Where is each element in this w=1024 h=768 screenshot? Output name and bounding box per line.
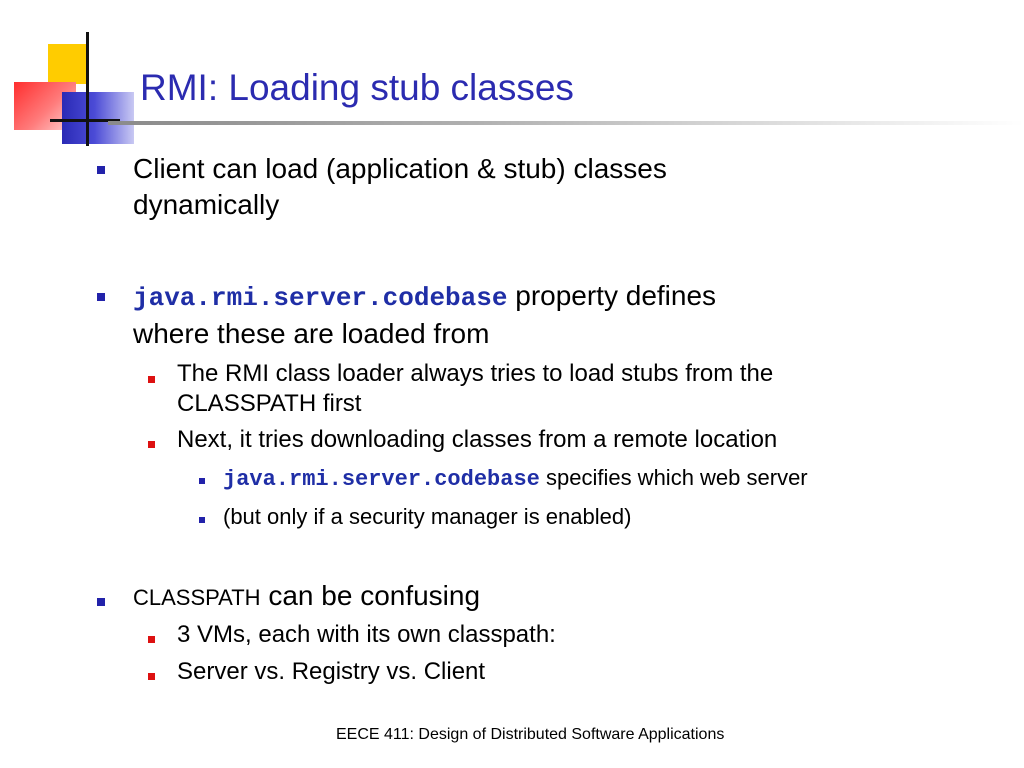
- code-text: java.rmi.server.codebase: [133, 283, 508, 313]
- bullet-marker: [97, 598, 105, 606]
- horizontal-line-decoration: [50, 119, 120, 122]
- sub-bullet-marker: [148, 441, 155, 448]
- bullet-text: Client can load (application & stub) cla…: [133, 153, 667, 184]
- bullet-text: CLASSPATH first: [177, 390, 362, 417]
- bullet-codebase: java.rmi.server.codebase property define…: [133, 278, 716, 352]
- decorative-logo: [0, 0, 140, 150]
- bullet-text: property defines: [507, 280, 717, 311]
- bullet-text: dynamically: [133, 189, 280, 220]
- bullet-text: where these are loaded from: [133, 318, 490, 349]
- sub-sub-bullet-web-server: java.rmi.server.codebase specifies which…: [223, 463, 808, 495]
- bullet-marker: [97, 293, 105, 301]
- sub-sub-bullet-marker: [199, 478, 205, 484]
- sub-bullet-server-registry-client: Server vs. Registry vs. Client: [177, 657, 485, 687]
- sub-bullet-marker: [148, 636, 155, 643]
- title-rule: [108, 121, 1024, 125]
- blue-square-decoration: [62, 92, 134, 144]
- sub-sub-bullet-security-manager: (but only if a security manager is enabl…: [223, 502, 631, 532]
- sub-bullet-class-loader: The RMI class loader always tries to loa…: [177, 359, 773, 419]
- bullet-text: (but only if a security manager is enabl…: [223, 504, 632, 529]
- slide-footer: EECE 411: Design of Distributed Software…: [336, 726, 725, 743]
- slide-title: RMI: Loading stub classes: [140, 67, 574, 108]
- vertical-line-decoration: [86, 32, 89, 146]
- bullet-text: Server vs. Registry vs. Client: [177, 658, 486, 685]
- sub-bullet-marker: [148, 376, 155, 383]
- yellow-square-decoration: [48, 44, 88, 84]
- bullet-client-load: Client can load (application & stub) cla…: [133, 151, 667, 223]
- bullet-text: Next, it tries downloading classes from …: [177, 426, 778, 453]
- bullet-text: The RMI class loader always tries to loa…: [177, 360, 774, 387]
- bullet-marker: [97, 166, 105, 174]
- bullet-classpath: CLASSPATH can be confusing: [133, 578, 480, 616]
- bullet-text: can be confusing: [260, 580, 481, 611]
- sub-bullet-marker: [148, 673, 155, 680]
- code-text: java.rmi.server.codebase: [223, 467, 540, 492]
- sub-sub-bullet-marker: [199, 517, 205, 523]
- sub-bullet-three-vms: 3 VMs, each with its own classpath:: [177, 620, 556, 650]
- sub-bullet-remote-download: Next, it tries downloading classes from …: [177, 425, 777, 455]
- bullet-text: 3 VMs, each with its own classpath:: [177, 621, 556, 648]
- classpath-text: CLASSPATH: [133, 585, 261, 610]
- bullet-text: specifies which web server: [539, 465, 808, 490]
